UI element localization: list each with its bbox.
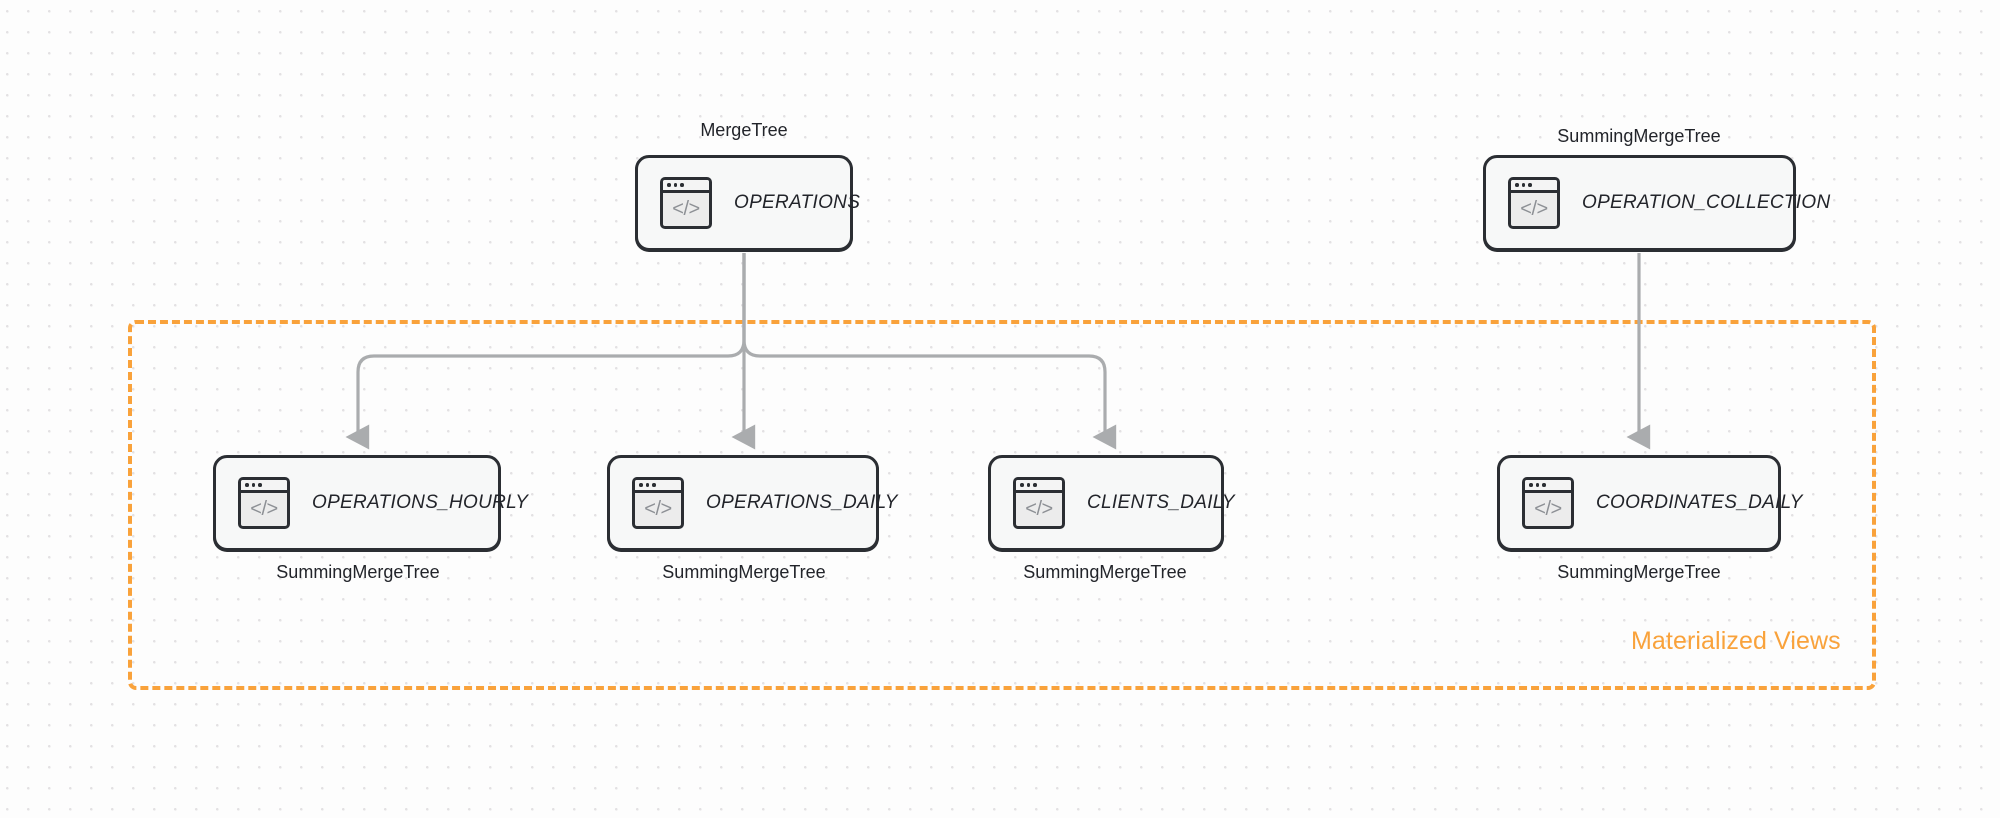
icon-dot (251, 483, 255, 487)
caption-coordinates-daily: SummingMergeTree (1557, 562, 1721, 582)
node-operation-collection[interactable]: </> OPERATION_COLLECTION (1483, 155, 1830, 251)
icon-dot (1026, 483, 1030, 487)
icon-dot (1535, 483, 1539, 487)
node-title: OPERATIONS_HOURLY (312, 492, 529, 513)
node-operations-hourly[interactable]: </> OPERATIONS_HOURLY (213, 455, 528, 551)
icon-code-glyph: </> (250, 497, 278, 520)
icon-code-glyph: </> (672, 197, 700, 220)
icon-dot (1515, 183, 1519, 187)
icon-dot (1033, 483, 1037, 487)
icon-dot (673, 183, 677, 187)
icon-dot (645, 483, 649, 487)
icon-dot (1528, 183, 1532, 187)
code-window-icon: </> (632, 477, 684, 529)
caption-operations: MergeTree (700, 120, 788, 140)
caption-clients-daily: SummingMergeTree (1023, 562, 1187, 582)
code-window-icon: </> (238, 477, 290, 529)
caption-operations-daily: SummingMergeTree (662, 562, 826, 582)
caption-operations-hourly: SummingMergeTree (276, 562, 440, 582)
node-operations-daily[interactable]: </> OPERATIONS_DAILY (607, 455, 897, 551)
icon-titlebar (635, 480, 681, 493)
node-title: OPERATIONS_DAILY (706, 492, 898, 513)
node-title: CLIENTS_DAILY (1087, 492, 1235, 513)
icon-code-glyph: </> (1520, 197, 1548, 220)
code-window-icon: </> (1013, 477, 1065, 529)
icon-dot (667, 183, 671, 187)
icon-dot (1020, 483, 1024, 487)
node-coordinates-daily[interactable]: </> COORDINATES_DAILY (1497, 455, 1802, 551)
node-clients-daily[interactable]: </> CLIENTS_DAILY (988, 455, 1235, 551)
node-title: OPERATIONS (734, 192, 861, 213)
icon-dot (680, 183, 684, 187)
icon-code-glyph: </> (644, 497, 672, 520)
icon-dot (652, 483, 656, 487)
icon-dot (639, 483, 643, 487)
node-title: OPERATION_COLLECTION (1582, 192, 1831, 213)
icon-titlebar (241, 480, 287, 493)
icon-dot (1529, 483, 1533, 487)
node-operations[interactable]: </> OPERATIONS (635, 155, 860, 251)
caption-operation-collection: SummingMergeTree (1557, 126, 1721, 146)
icon-titlebar (1525, 480, 1571, 493)
icon-titlebar (1511, 180, 1557, 193)
icon-code-glyph: </> (1025, 497, 1053, 520)
icon-dot (1521, 183, 1525, 187)
icon-dot (245, 483, 249, 487)
icon-titlebar (1016, 480, 1062, 493)
code-window-icon: </> (660, 177, 712, 229)
icon-titlebar (663, 180, 709, 193)
icon-dot (258, 483, 262, 487)
materialized-views-group-label: Materialized Views (1631, 627, 1841, 655)
code-window-icon: </> (1508, 177, 1560, 229)
code-window-icon: </> (1522, 477, 1574, 529)
icon-dot (1542, 483, 1546, 487)
node-title: COORDINATES_DAILY (1596, 492, 1803, 513)
icon-code-glyph: </> (1534, 497, 1562, 520)
